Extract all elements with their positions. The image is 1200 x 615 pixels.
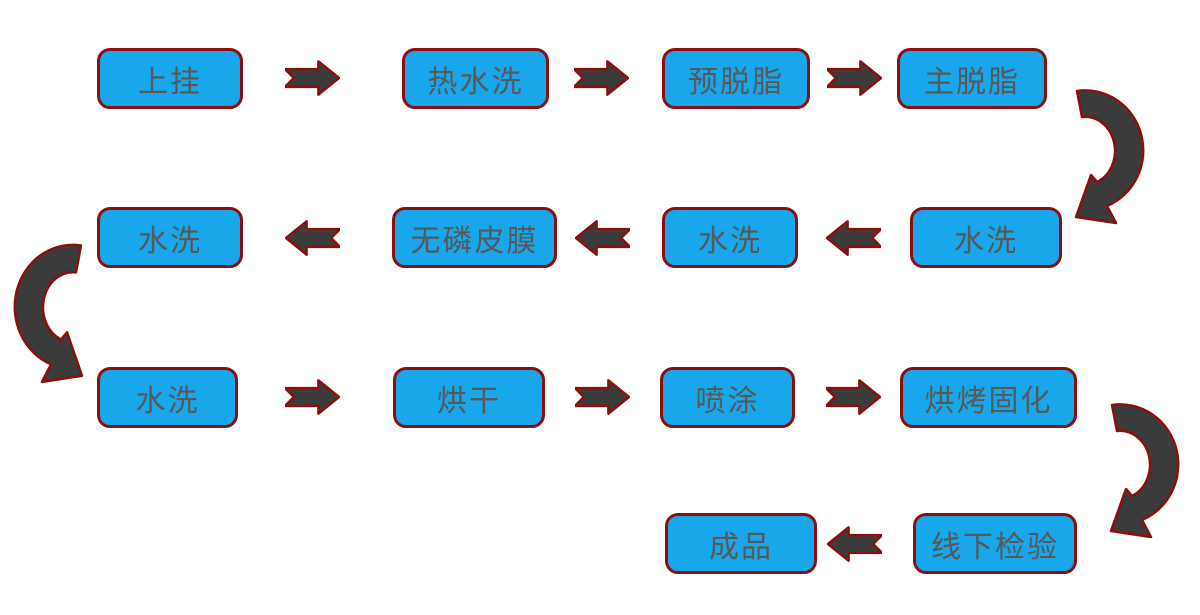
arrow-left-icon bbox=[575, 220, 630, 256]
flow-node-bake-curing: 烘烤固化 bbox=[900, 367, 1077, 428]
flow-node-water-wash-3: 水洗 bbox=[97, 207, 243, 268]
flow-node-drying: 烘干 bbox=[393, 367, 545, 428]
arrow-left-icon bbox=[827, 526, 882, 562]
arrow-left-icon bbox=[285, 220, 340, 256]
flow-node-offline-inspection: 线下检验 bbox=[913, 513, 1077, 574]
flow-node-pre-degrease: 预脱脂 bbox=[662, 48, 810, 109]
flow-node-phosphorus-free-film: 无磷皮膜 bbox=[392, 207, 557, 268]
arrow-left-icon bbox=[826, 220, 881, 256]
arrow-right-icon bbox=[285, 379, 340, 415]
flow-node-water-wash-4: 水洗 bbox=[97, 367, 238, 428]
flow-node-hang-up: 上挂 bbox=[97, 48, 243, 109]
arrow-right-icon bbox=[826, 379, 881, 415]
arrow-right-icon bbox=[827, 60, 882, 96]
flow-node-main-degrease: 主脱脂 bbox=[897, 48, 1047, 109]
arrow-right-icon bbox=[574, 60, 629, 96]
arrow-right-icon bbox=[285, 60, 340, 96]
flow-node-spray-coating: 喷涂 bbox=[660, 367, 795, 428]
curved-down-arrow-icon bbox=[1109, 403, 1180, 539]
curved-down-arrow-icon bbox=[1074, 89, 1145, 225]
curved-down-arrow-icon bbox=[13, 243, 84, 384]
flow-node-finished-product: 成品 bbox=[665, 513, 817, 574]
flow-node-water-wash-2: 水洗 bbox=[662, 207, 798, 268]
arrow-right-icon bbox=[575, 379, 630, 415]
flow-node-hot-water-wash: 热水洗 bbox=[402, 48, 549, 109]
flow-node-water-wash-1: 水洗 bbox=[910, 207, 1062, 268]
